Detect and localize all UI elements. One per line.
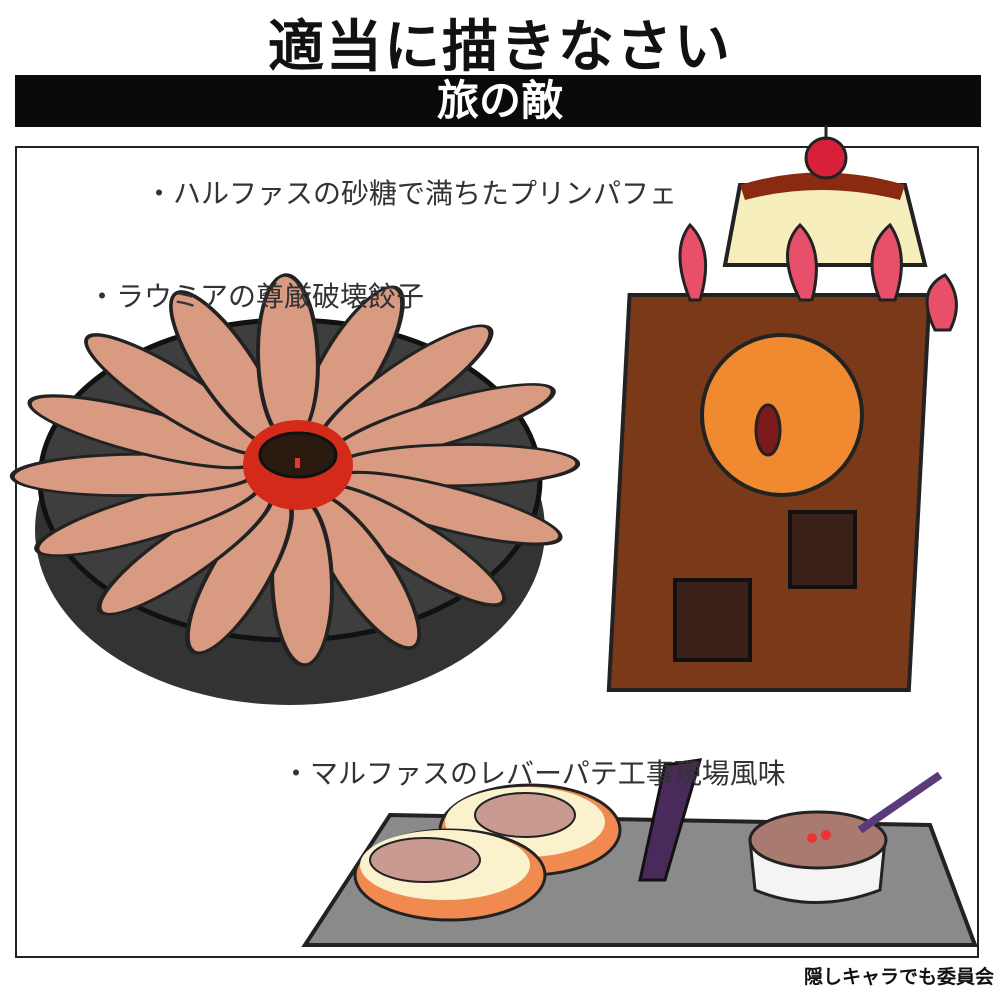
footer-credit: 隠しキャラでも委員会 bbox=[803, 966, 994, 988]
pudding-parfait-illustration bbox=[606, 125, 958, 692]
parfait-label: ・ハルファスの砂糖で満ちたプリンパフェ bbox=[145, 177, 678, 210]
illustration-frame bbox=[15, 146, 979, 958]
pate-label: ・マルファスのレバーパテ工事現場風味 bbox=[282, 757, 786, 790]
page-title: 適当に描きなさい bbox=[268, 14, 732, 80]
subtitle-bar bbox=[15, 75, 981, 127]
subtitle: 旅の敵 bbox=[436, 76, 563, 125]
gyoza-label: ・ラウミアの尊厳破壊餃子 bbox=[88, 280, 425, 313]
liver-pate-illustration bbox=[301, 758, 978, 947]
gyoza-pan-illustration bbox=[9, 273, 581, 705]
